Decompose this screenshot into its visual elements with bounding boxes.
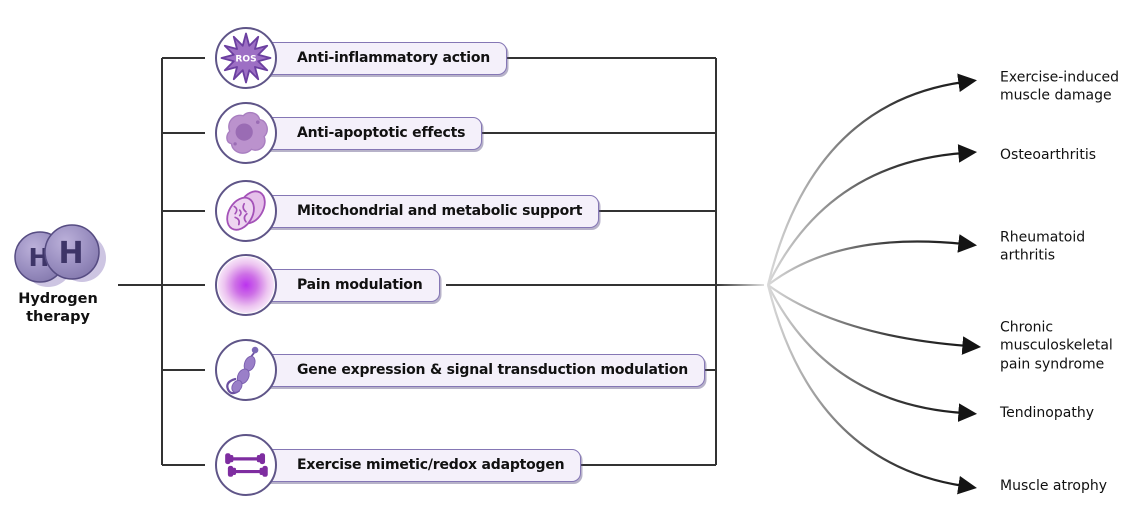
mechanism-circle [215,180,277,242]
mechanism-label-text: Anti-apoptotic effects [297,125,466,141]
mechanism-label-exercise-mimetic: Exercise mimetic/redox adaptogen [252,448,582,482]
condition-muscle-atrophy: Muscle atrophy [1000,477,1108,494]
pain-glow-icon [217,256,275,314]
mitochondria-icon [226,190,266,231]
svg-text:H: H [29,243,50,272]
mechanism-label-text: Anti-inflammatory action [297,50,491,66]
ros-text: ROS [235,55,256,65]
condition-exercise-induced-muscle-damage: Exercise-induced muscle damage [1000,69,1120,104]
left-bracket-lines [118,57,205,466]
hydrogen-molecule-icon: H H [14,224,106,287]
arrow-rheumatoid-arthritis [767,234,978,286]
ros-starburst-icon: ROS [220,32,272,84]
hydrogen-therapy-label-line2: therapy [26,309,90,326]
barbell-icon [225,453,268,477]
mechanism-circle [215,254,277,316]
signal-molecule-icon [226,346,259,395]
svg-text:H: H [58,236,83,271]
condition-osteoarthritis: Osteoarthritis [1000,146,1096,163]
arrow-tendinopathy [767,284,978,422]
condition-rheumatoid-arthritis: Rheumatoid arthritis [1000,229,1086,264]
arrow-chronic-musculoskeletal-pain [767,284,982,355]
condition-chronic-musculoskeletal-pain: Chronic musculoskeletal pain syndrome [1000,319,1113,373]
arrow-exercise-induced-muscle-damage [766,73,977,286]
mechanism-label-text: Pain modulation [297,277,423,293]
mechanism-circle [215,339,277,401]
fan-arrows [766,73,982,495]
mechanism-circle [215,102,277,164]
cell-icon [226,111,268,154]
hydrogen-therapy-label: Hydrogen therapy [4,290,112,326]
mechanism-label-anti-apoptotic: Anti-apoptotic effects [252,116,483,150]
mechanism-label-text: Mitochondrial and metabolic support [297,203,583,219]
mechanism-label-gene-expression: Gene expression & signal transduction mo… [252,353,706,387]
mechanism-label-mitochondrial: Mitochondrial and metabolic support [252,194,600,228]
mechanism-label-text: Gene expression & signal transduction mo… [297,362,689,378]
mechanism-label-text: Exercise mimetic/redox adaptogen [297,457,565,473]
arrow-osteoarthritis [767,144,978,286]
mechanism-label-anti-inflammatory: Anti-inflammatory action [252,41,508,75]
middle-bracket-lines [446,57,717,466]
mechanism-circle: ROS [215,27,277,89]
arrow-muscle-atrophy [766,284,977,495]
mechanism-label-pain-modulation: Pain modulation [252,268,440,302]
mechanism-circle [215,434,277,496]
hydrogen-therapy-label-line1: Hydrogen [18,291,98,307]
condition-tendinopathy: Tendinopathy [1000,404,1094,421]
